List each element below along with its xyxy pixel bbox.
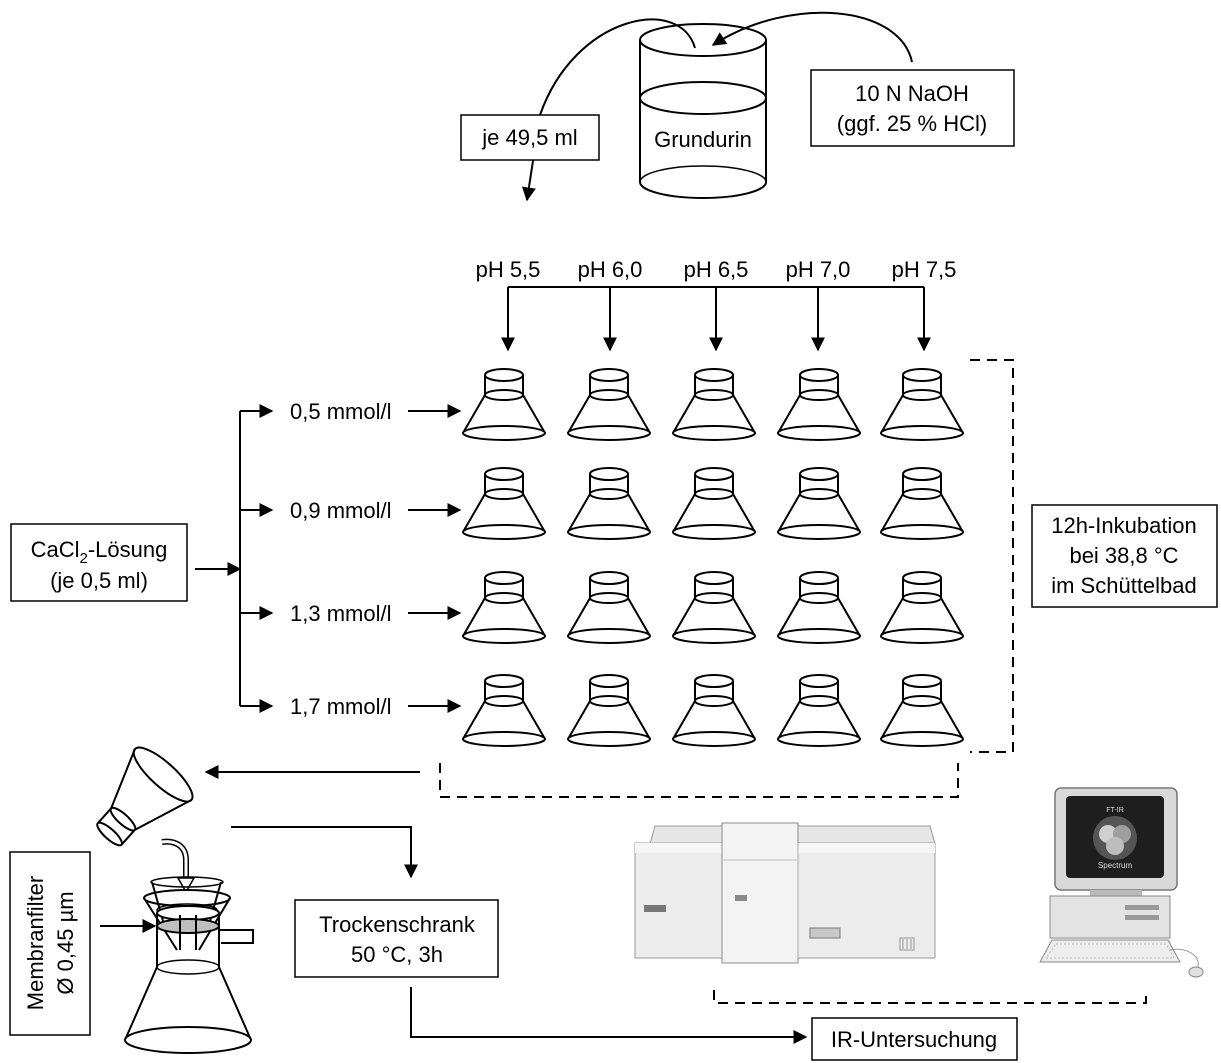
flask-icon — [567, 467, 651, 540]
svg-text:Membranfilter: Membranfilter — [23, 876, 48, 1010]
flask-grid — [462, 368, 964, 747]
to-oven-arrow — [231, 826, 418, 879]
ir-spectrometer-icon — [634, 822, 936, 964]
svg-text:12h-Inkubation: 12h-Inkubation — [1051, 513, 1197, 538]
beaker-label: Grundurin — [654, 127, 752, 152]
ph-label-1: pH 5,5 — [476, 257, 541, 282]
screen-title: FT-IR — [1106, 807, 1124, 814]
aliquot-curve-arrow — [521, 18, 696, 202]
naoh-line1: 10 N NaOH — [855, 81, 969, 106]
svg-text:CaCl2-Lösung: CaCl2-Lösung — [31, 537, 168, 567]
concentration-2: 0,9 mmol/l — [290, 498, 391, 523]
flask-icon — [567, 674, 651, 747]
naoh-box: 10 N NaOH (ggf. 25 % HCl) — [810, 69, 1015, 147]
adjust-curve-arrow — [711, 11, 913, 63]
svg-text:im Schüttelbad: im Schüttelbad — [1051, 573, 1197, 598]
ir-analysis-box: IR-Untersuchung — [811, 1017, 1018, 1061]
flask-icon — [880, 467, 964, 540]
cacl2-amount: (je 0,5 ml) — [50, 568, 148, 593]
incubation-bracket — [970, 359, 1014, 753]
screen-logo: Spectrum — [1098, 861, 1133, 870]
flask-icon — [880, 368, 964, 441]
collection-bracket — [439, 763, 959, 798]
ph-label-2: pH 6,0 — [578, 257, 643, 282]
cacl2-branches: 0,5 mmol/l 0,9 mmol/l 1,3 mmol/l 1,7 mmo… — [195, 399, 462, 719]
stock-beaker: Grundurin — [639, 23, 767, 199]
ph-label-5: pH 7,5 — [892, 257, 957, 282]
drying-oven-box: Trockenschrank 50 °C, 3h — [294, 899, 499, 978]
to-ir-arrow — [410, 987, 808, 1044]
flask-icon — [672, 368, 756, 441]
ph-distribution: pH 5,5 pH 6,0 pH 6,5 pH 7,0 pH 7,5 — [476, 257, 957, 352]
aliquot-label-box: je 49,5 ml — [460, 114, 600, 161]
flask-icon — [462, 674, 546, 747]
computer-icon: FT-IR Spectrum — [1039, 787, 1204, 978]
concentration-4: 1,7 mmol/l — [290, 694, 391, 719]
instrument-bracket — [713, 990, 1147, 1004]
ph-label-3: pH 6,5 — [684, 257, 749, 282]
svg-text:je 49,5 ml: je 49,5 ml — [481, 125, 577, 150]
filtration-apparatus — [124, 876, 254, 1054]
cacl2-box: CaCl2-Lösung (je 0,5 ml) — [10, 523, 188, 602]
cacl2-name: CaCl — [31, 537, 80, 562]
flask-icon — [672, 571, 756, 644]
cacl2-suffix: -Lösung — [88, 537, 168, 562]
flask-icon — [672, 467, 756, 540]
flask-icon — [567, 368, 651, 441]
membrane-filter-box: Membranfilter Ø 0,45 µm — [9, 851, 91, 1036]
concentration-3: 1,3 mmol/l — [290, 601, 391, 626]
cacl2-subscript: 2 — [80, 550, 88, 567]
flask-icon — [567, 571, 651, 644]
flask-icon — [672, 674, 756, 747]
ph-label-4: pH 7,0 — [786, 257, 851, 282]
flask-icon — [462, 571, 546, 644]
flask-icon — [777, 467, 861, 540]
flask-icon — [462, 467, 546, 540]
flask-icon — [777, 674, 861, 747]
svg-text:bei 38,8 °C: bei 38,8 °C — [1069, 543, 1178, 568]
concentration-1: 0,5 mmol/l — [290, 399, 391, 424]
svg-text:IR-Untersuchung: IR-Untersuchung — [831, 1027, 997, 1052]
flask-icon — [462, 368, 546, 441]
flask-icon — [880, 571, 964, 644]
pouring-flask-icon — [96, 746, 194, 847]
svg-text:50 °C, 3h: 50 °C, 3h — [351, 942, 443, 967]
svg-text:Ø 0,45 µm: Ø 0,45 µm — [53, 891, 78, 994]
svg-text:Trockenschrank: Trockenschrank — [319, 912, 476, 937]
flask-icon — [777, 368, 861, 441]
naoh-line2: (ggf. 25 % HCl) — [837, 111, 987, 136]
incubation-box: 12h-Inkubation bei 38,8 °C im Schüttelba… — [1031, 504, 1218, 608]
flask-icon — [880, 674, 964, 747]
flask-icon — [777, 571, 861, 644]
